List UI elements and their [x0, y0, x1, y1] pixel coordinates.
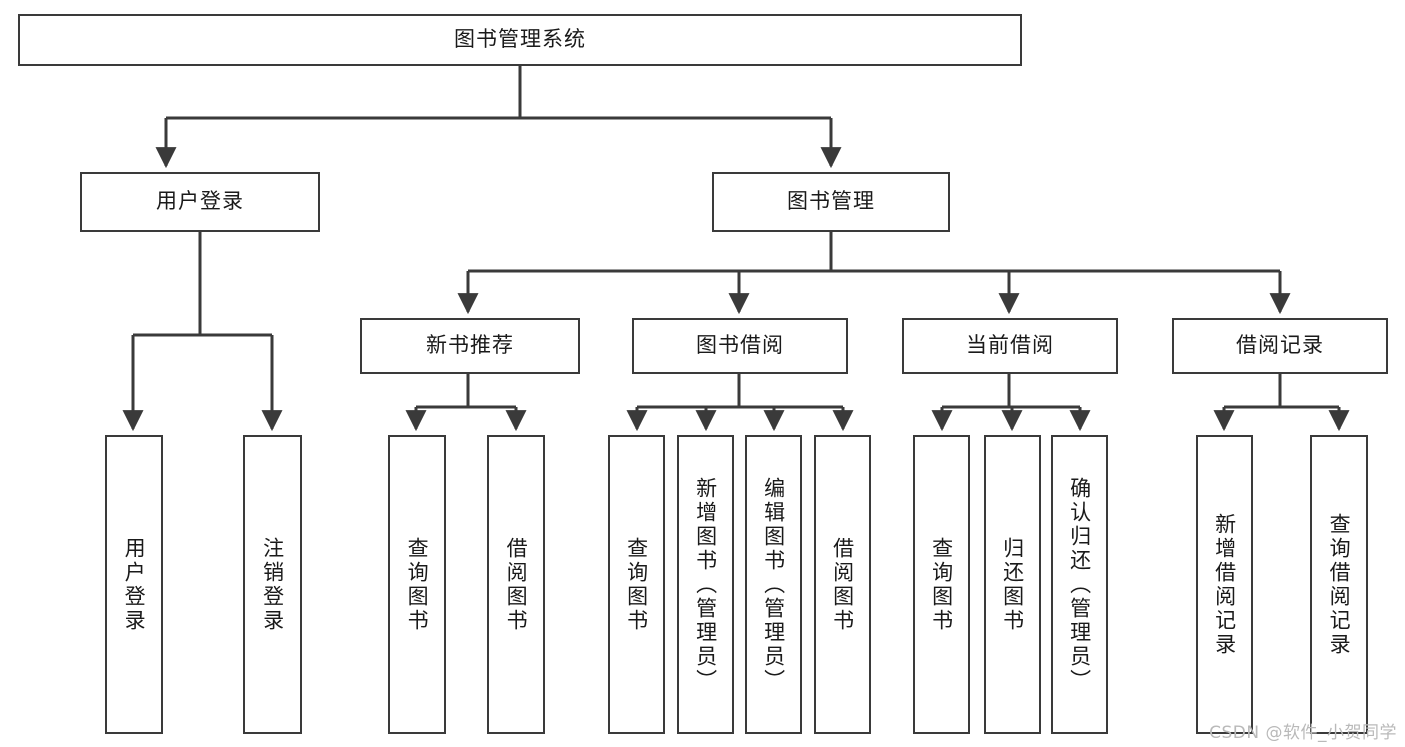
node-leaf-confirm-return[interactable]: 确认归还（管理员）: [1051, 435, 1108, 734]
node-leaf-query-book-1-label: 查询图书: [405, 536, 430, 633]
node-user-login-label: 用户登录: [156, 189, 244, 214]
watermark: CSDN @软件_小贺同学: [1209, 723, 1397, 743]
node-book-borrow-label: 图书借阅: [696, 333, 784, 358]
node-book-manage[interactable]: 图书管理: [712, 172, 950, 232]
node-borrow-record-label: 借阅记录: [1236, 333, 1324, 358]
node-leaf-logout[interactable]: 注销登录: [243, 435, 302, 734]
node-root[interactable]: 图书管理系统: [18, 14, 1022, 66]
node-current-borrow[interactable]: 当前借阅: [902, 318, 1118, 374]
node-leaf-logout-label: 注销登录: [260, 536, 285, 633]
node-leaf-borrow-book-1-label: 借阅图书: [504, 536, 529, 633]
node-leaf-borrow-book-2[interactable]: 借阅图书: [814, 435, 871, 734]
node-current-borrow-label: 当前借阅: [966, 333, 1054, 358]
node-new-book-rec-label: 新书推荐: [426, 333, 514, 358]
node-leaf-edit-book-label: 编辑图书（管理员）: [761, 476, 786, 693]
node-leaf-borrow-book-2-label: 借阅图书: [830, 536, 855, 633]
node-leaf-edit-book[interactable]: 编辑图书（管理员）: [745, 435, 802, 734]
node-borrow-record[interactable]: 借阅记录: [1172, 318, 1388, 374]
node-leaf-return-book[interactable]: 归还图书: [984, 435, 1041, 734]
node-leaf-user-login-label: 用户登录: [122, 536, 147, 633]
node-leaf-query-record[interactable]: 查询借阅记录: [1310, 435, 1368, 734]
node-leaf-add-record-label: 新增借阅记录: [1212, 512, 1237, 657]
node-root-label: 图书管理系统: [454, 27, 586, 52]
node-leaf-return-book-label: 归还图书: [1000, 536, 1025, 633]
node-leaf-add-record[interactable]: 新增借阅记录: [1196, 435, 1253, 734]
node-leaf-query-book-3-label: 查询图书: [929, 536, 954, 633]
node-leaf-query-book-1[interactable]: 查询图书: [388, 435, 446, 734]
node-user-login[interactable]: 用户登录: [80, 172, 320, 232]
node-book-borrow[interactable]: 图书借阅: [632, 318, 848, 374]
node-leaf-confirm-return-label: 确认归还（管理员）: [1067, 476, 1092, 693]
node-book-manage-label: 图书管理: [787, 189, 875, 214]
node-new-book-rec[interactable]: 新书推荐: [360, 318, 580, 374]
node-leaf-add-book[interactable]: 新增图书（管理员）: [677, 435, 734, 734]
node-leaf-borrow-book-1[interactable]: 借阅图书: [487, 435, 545, 734]
node-leaf-query-book-3[interactable]: 查询图书: [913, 435, 970, 734]
node-leaf-query-book-2[interactable]: 查询图书: [608, 435, 665, 734]
node-leaf-user-login[interactable]: 用户登录: [105, 435, 163, 734]
node-leaf-query-book-2-label: 查询图书: [624, 536, 649, 633]
node-leaf-query-record-label: 查询借阅记录: [1327, 512, 1352, 657]
node-leaf-add-book-label: 新增图书（管理员）: [693, 476, 718, 693]
